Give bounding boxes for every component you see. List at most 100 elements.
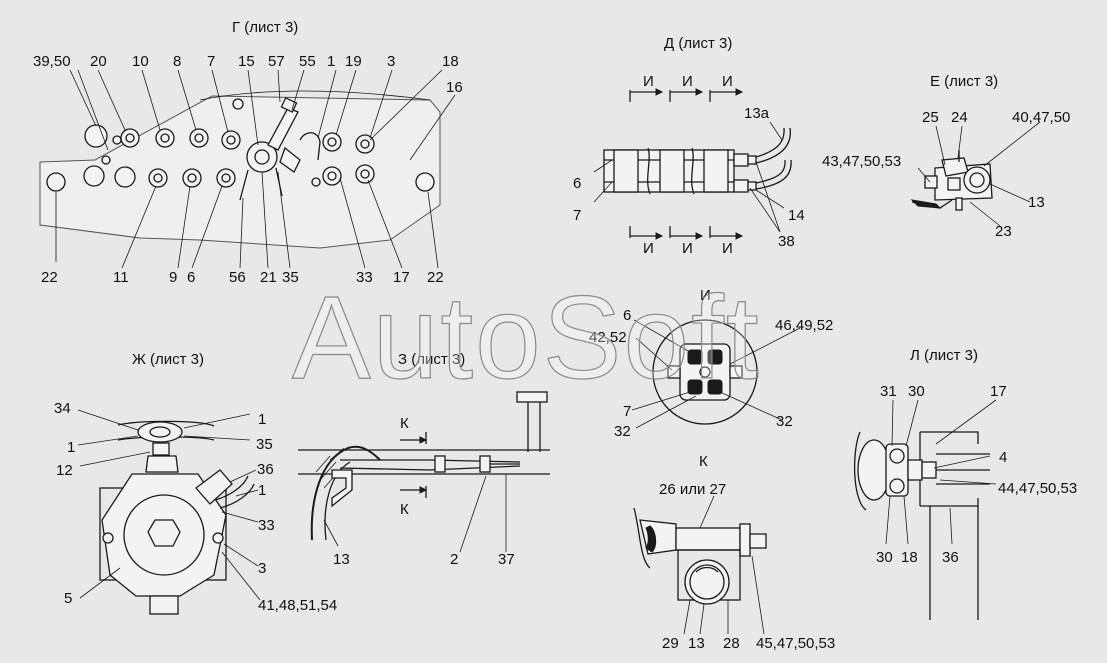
label: 5 <box>64 590 72 607</box>
small-nut <box>232 98 244 110</box>
label: 33 <box>356 269 373 286</box>
label: 17 <box>990 383 1007 400</box>
section-mark: И <box>682 73 693 90</box>
label: 45,47,50,53 <box>756 635 835 652</box>
label: 13 <box>1028 194 1045 211</box>
panel-edge <box>199 90 431 101</box>
label: 10 <box>132 53 149 70</box>
tube-fittings <box>733 127 792 193</box>
label: 2 <box>450 551 458 568</box>
clamp-section <box>667 343 743 401</box>
label: 20 <box>90 53 107 70</box>
hex-bolt <box>415 172 435 192</box>
view-g: Г (лист 3) <box>33 19 463 286</box>
frame-with-hose <box>298 391 550 541</box>
label: 55 <box>299 53 316 70</box>
label: 7 <box>573 207 581 224</box>
section-mark: И <box>722 73 733 90</box>
label: 18 <box>442 53 459 70</box>
clip-assembly <box>633 507 767 605</box>
label: 29 <box>662 635 679 652</box>
label: 8 <box>173 53 181 70</box>
label: 3 <box>387 53 395 70</box>
label: 23 <box>995 223 1012 240</box>
mounting-panel <box>39 95 441 249</box>
label: 12 <box>56 462 73 479</box>
section-mark: И <box>643 73 654 90</box>
label: 13 <box>688 635 705 652</box>
valve-assembly <box>239 97 321 201</box>
label: 36 <box>257 461 274 478</box>
view-d: Д (лист 3) И И И И И И <box>573 35 805 257</box>
round-fitting <box>83 165 105 187</box>
view-d-title: Д (лист 3) <box>664 35 732 52</box>
round-fitting <box>114 166 136 188</box>
view-k: К 26 или 27 29 13 28 45,47,50,53 <box>633 453 835 652</box>
label: 32 <box>776 413 793 430</box>
view-k-title: К <box>699 453 708 470</box>
view-z: З (лист 3) К К 13 2 37 <box>298 351 550 568</box>
label: 26 или 27 <box>659 481 726 498</box>
view-e-title: Е (лист 3) <box>930 73 998 90</box>
label: 57 <box>268 53 285 70</box>
section-mark: И <box>722 240 733 257</box>
label: 1 <box>258 411 266 428</box>
view-e: Е (лист 3) 25 24 40,47,50 43,47,50,53 13… <box>822 73 1070 240</box>
label: 1 <box>67 439 75 456</box>
label: 43,47,50,53 <box>822 153 901 170</box>
label: 39,50 <box>33 53 71 70</box>
label: 6 <box>623 307 631 324</box>
label: 34 <box>54 400 71 417</box>
fitting-row-top <box>120 128 375 154</box>
label: 42,52 <box>589 329 627 346</box>
view-i: И 6 42,52 46,49,52 7 32 32 <box>589 287 833 440</box>
label: 22 <box>427 269 444 286</box>
label: 21 <box>260 269 277 286</box>
label: 1 <box>327 53 335 70</box>
label: 7 <box>623 403 631 420</box>
section-mark: К <box>400 501 409 518</box>
view-zh-title: Ж (лист 3) <box>132 351 204 368</box>
label: 1 <box>258 482 266 499</box>
clamp-side-view <box>853 431 990 620</box>
label: 15 <box>238 53 255 70</box>
label: 33 <box>258 517 275 534</box>
label: 30 <box>876 549 893 566</box>
label: 28 <box>723 635 740 652</box>
label: 9 <box>169 269 177 286</box>
label: 14 <box>788 207 805 224</box>
label: 32 <box>614 423 631 440</box>
fitting-row-bottom <box>148 164 375 188</box>
bracket-assembly <box>910 150 993 211</box>
view-g-title: Г (лист 3) <box>232 19 298 36</box>
label: 30 <box>908 383 925 400</box>
label: 13а <box>744 105 770 122</box>
label: 17 <box>393 269 410 286</box>
label: 37 <box>498 551 515 568</box>
label: 24 <box>951 109 968 126</box>
small-nut <box>311 177 321 187</box>
clamp-blocks <box>603 147 735 195</box>
label: 11 <box>113 269 129 286</box>
label: 31 <box>880 383 897 400</box>
label: 46,49,52 <box>775 317 833 334</box>
label: 6 <box>573 175 581 192</box>
watermark: AutoSoft <box>292 272 761 404</box>
label: 7 <box>207 53 215 70</box>
label: 35 <box>256 436 273 453</box>
label: 35 <box>282 269 299 286</box>
view-z-title: З (лист 3) <box>398 351 465 368</box>
label: 38 <box>778 233 795 250</box>
label: 19 <box>345 53 362 70</box>
small-nut <box>101 155 111 165</box>
label: 3 <box>258 560 266 577</box>
label: 4 <box>999 449 1007 466</box>
label: 6 <box>187 269 195 286</box>
label: 40,47,50 <box>1012 109 1070 126</box>
valve-body <box>99 420 255 615</box>
leader-lines <box>55 69 456 269</box>
label: 16 <box>446 79 463 96</box>
label: 41,48,51,54 <box>258 597 337 614</box>
